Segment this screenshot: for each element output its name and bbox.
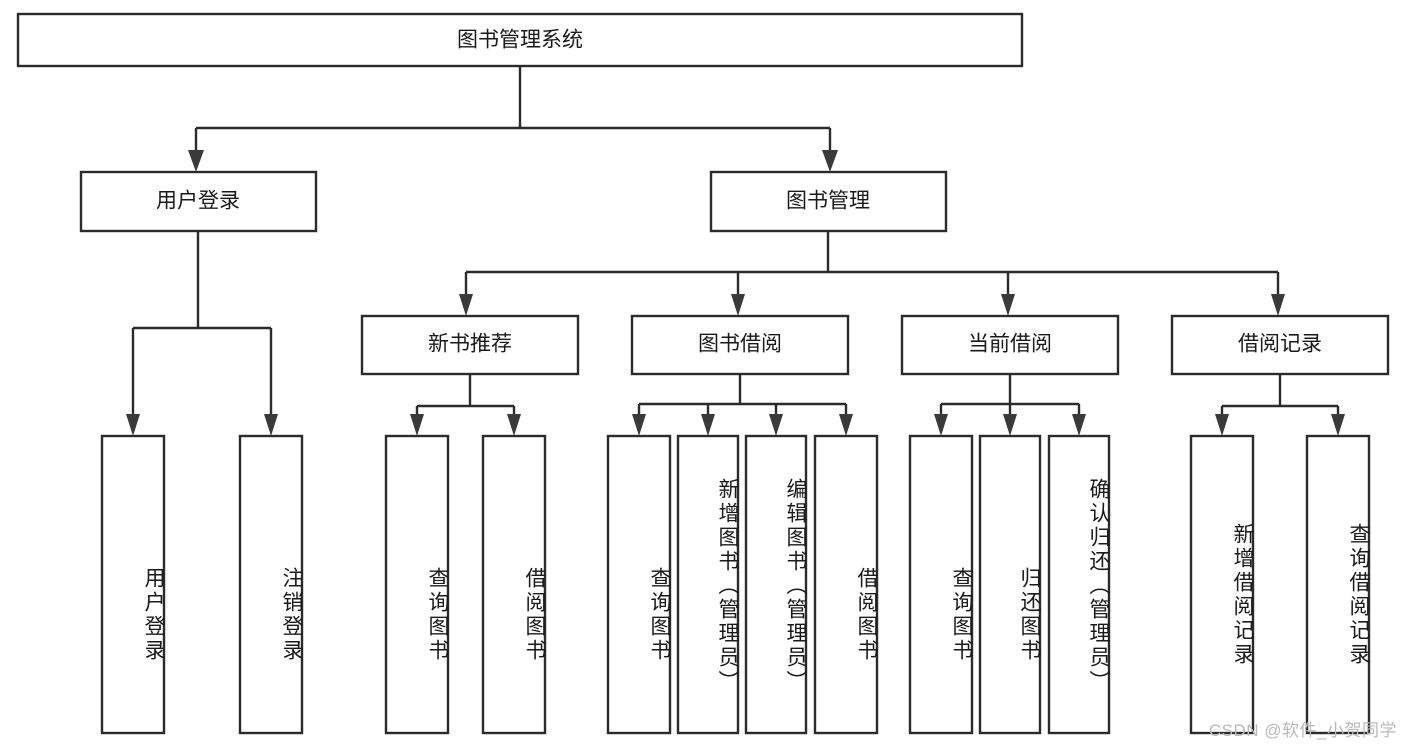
leaf-user-login-box[interactable] (100, 434, 166, 735)
user-login-label: 用户登录 (156, 190, 240, 213)
node-root[interactable]: 图书管理系统 (16, 12, 1024, 68)
book-management-label: 图书管理 (786, 190, 870, 213)
current-borrow-box[interactable] (900, 314, 1120, 376)
arrow-leaf-confirm-return (1072, 414, 1086, 436)
node-book-management[interactable]: 图书管理 (709, 170, 948, 233)
arrow-to-current-borrow (1001, 294, 1015, 316)
arrow-to-new-book-recommend (459, 294, 473, 316)
leaf-add-book-box[interactable] (676, 434, 740, 735)
current-borrow-label: 当前借阅 (968, 333, 1052, 356)
book-borrow-label: 图书借阅 (698, 333, 782, 356)
new-book-recommend-label: 新书推荐 (428, 333, 512, 356)
leaf-query-book-1-box[interactable] (384, 434, 450, 735)
leaf-return-book-box[interactable] (978, 434, 1042, 735)
node-user-login[interactable]: 用户登录 (79, 170, 318, 233)
arrow-leaf-edit-book (769, 414, 783, 436)
leaf-borrow-book-1-box[interactable] (481, 434, 547, 735)
arrow-leaf-return-book (1003, 414, 1017, 436)
root-box[interactable] (16, 12, 1024, 68)
arrow-to-borrow-record (1271, 294, 1285, 316)
arrow-to-book-borrow (731, 294, 745, 316)
leaf-add-record-box[interactable] (1189, 434, 1255, 735)
arrow-to-user-login (188, 150, 204, 172)
csdn-watermark: CSDN @软件_小贺同学 (1208, 721, 1397, 740)
node-book-borrow[interactable]: 图书借阅 (630, 314, 850, 376)
arrow-leaf-query-book-1 (410, 414, 424, 436)
arrow-leaf-add-book (701, 414, 715, 436)
arrow-leaf-borrow-book-1 (507, 414, 521, 436)
leaf-user-logout-box[interactable] (238, 434, 304, 735)
leaf-query-record-box[interactable] (1305, 434, 1371, 735)
root-label: 图书管理系统 (457, 29, 583, 52)
arrow-leaf-borrow-book-2 (839, 414, 853, 436)
borrow-record-box[interactable] (1170, 314, 1390, 376)
leaf-query-book-2-box[interactable] (606, 434, 672, 735)
leaf-boxes (100, 434, 1371, 735)
book-management-box[interactable] (709, 170, 948, 233)
connectors (126, 66, 1345, 436)
node-new-book-recommend[interactable]: 新书推荐 (360, 314, 580, 376)
leaf-confirm-return-box[interactable] (1047, 434, 1111, 735)
arrow-leaf-user-logout (264, 414, 278, 436)
user-login-box[interactable] (79, 170, 318, 233)
leaf-edit-book-box[interactable] (744, 434, 808, 735)
node-borrow-record[interactable]: 借阅记录 (1170, 314, 1390, 376)
arrow-leaf-query-record (1331, 414, 1345, 436)
arrow-leaf-user-login (126, 414, 140, 436)
node-current-borrow[interactable]: 当前借阅 (900, 314, 1120, 376)
borrow-record-label: 借阅记录 (1238, 333, 1322, 356)
arrow-leaf-query-book-2 (632, 414, 646, 436)
new-book-recommend-box[interactable] (360, 314, 580, 376)
arrow-leaf-query-book-3 (934, 414, 948, 436)
leaf-query-book-3-box[interactable] (908, 434, 974, 735)
book-borrow-box[interactable] (630, 314, 850, 376)
arrow-leaf-add-record (1215, 414, 1229, 436)
leaf-borrow-book-2-box[interactable] (813, 434, 879, 735)
arrow-to-book-management (822, 150, 838, 172)
